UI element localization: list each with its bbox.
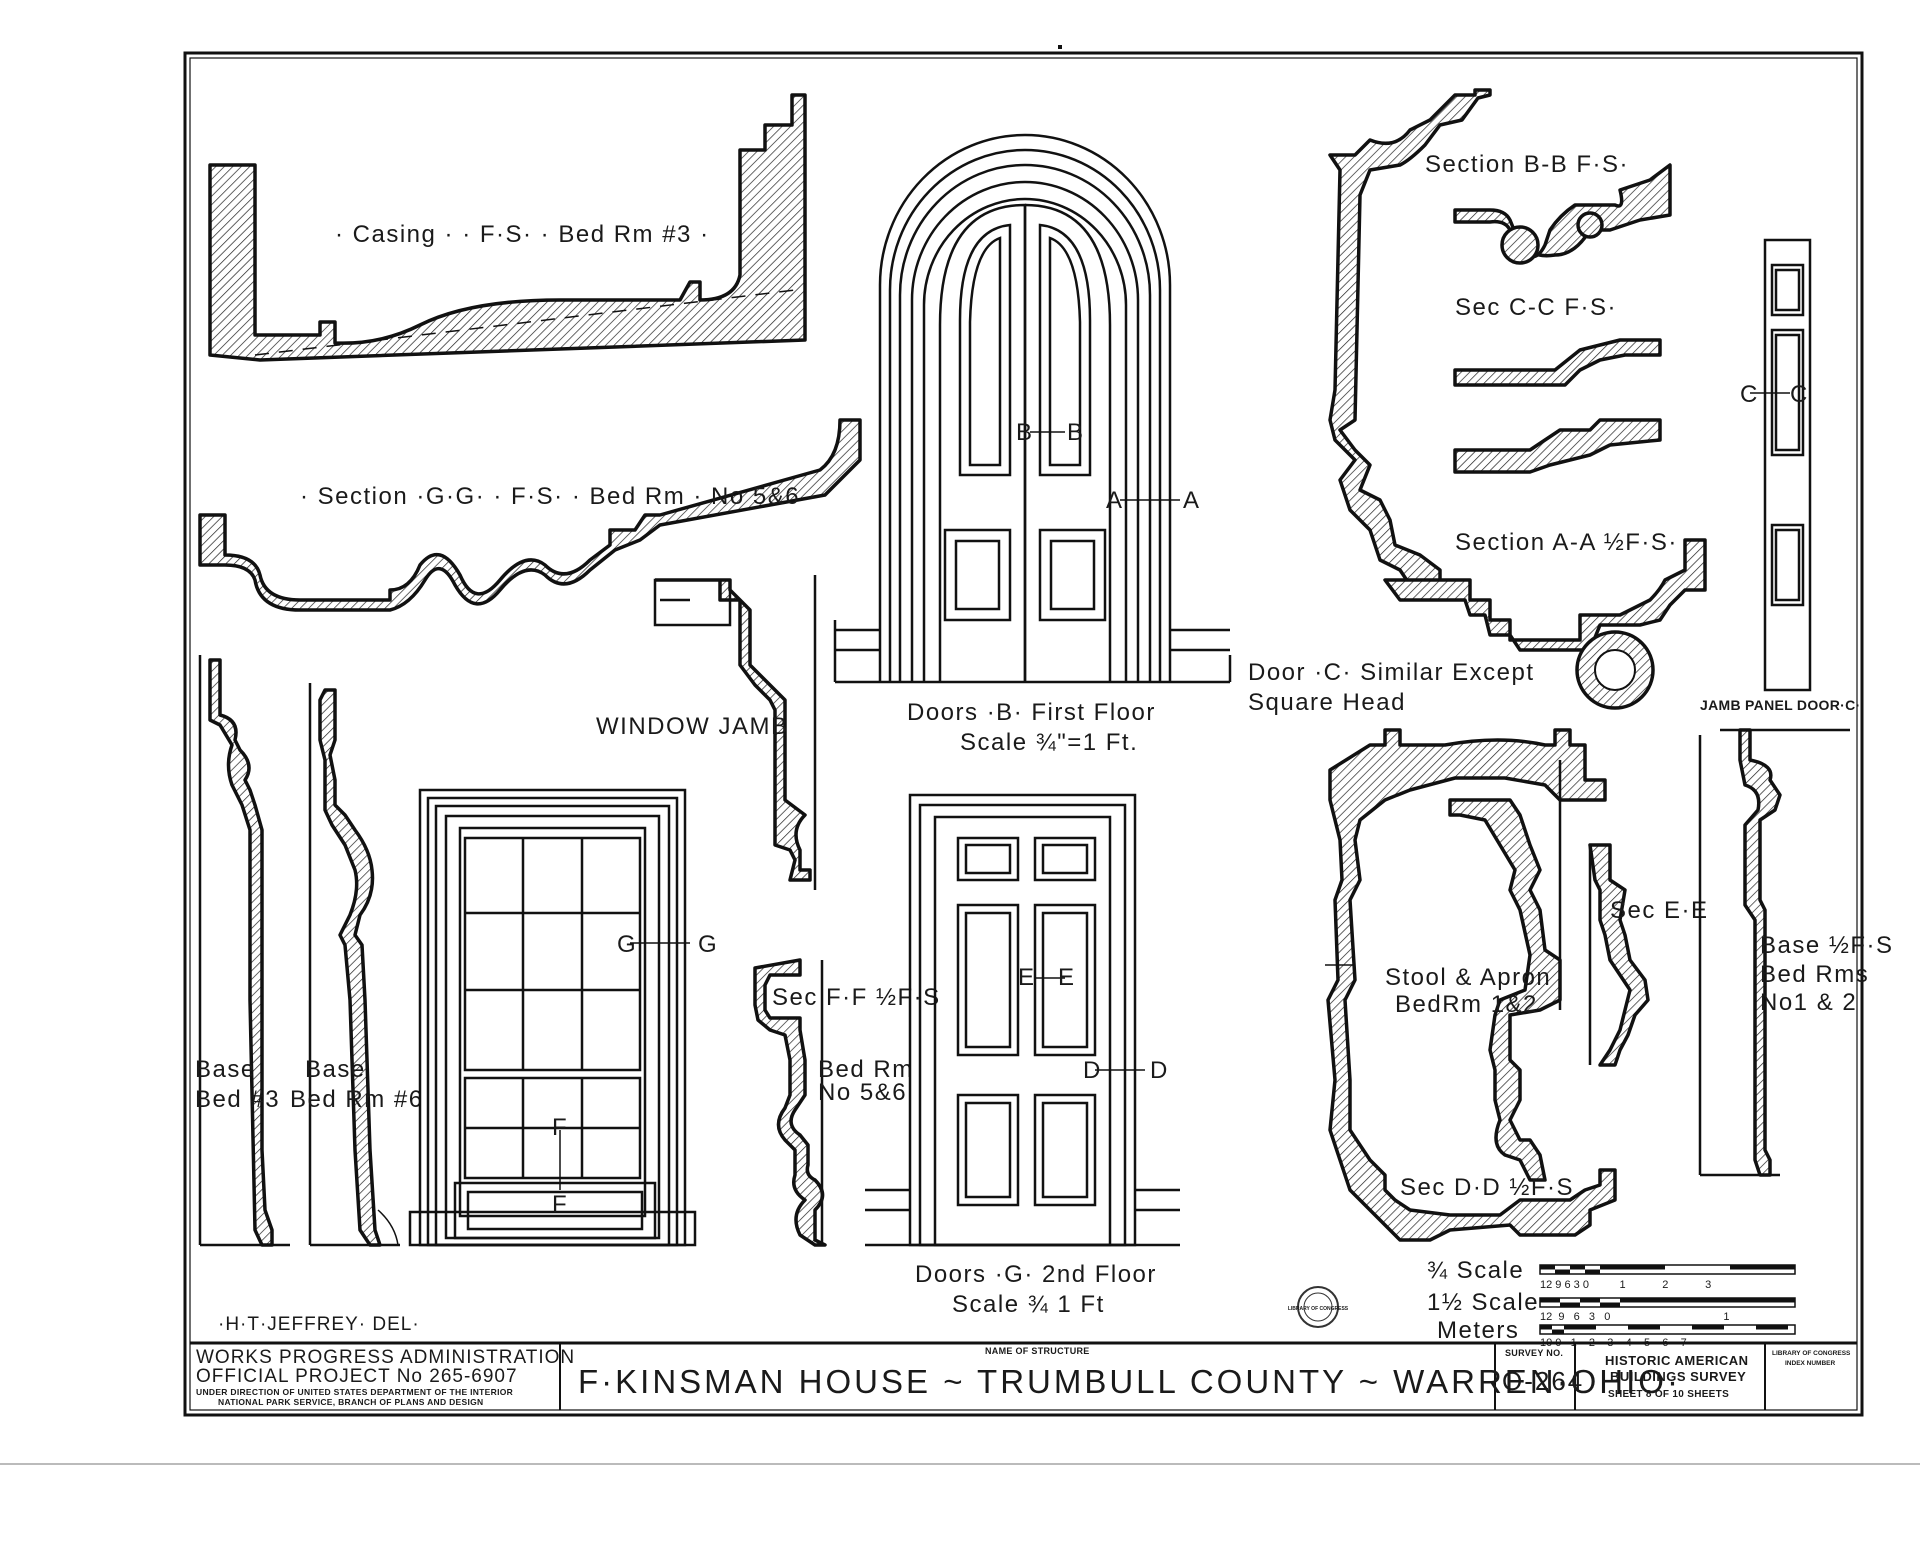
marker-d-left: D [1083, 1057, 1102, 1084]
section-gg-label: · Section ·G·G· · F·S· · Bed Rm · No 5&6… [300, 483, 818, 510]
loc-line-2: INDEX NUMBER [1785, 1360, 1836, 1367]
doors-g-scale: Scale ¾ 1 Ft [952, 1291, 1105, 1318]
door-c-note-2: Square Head [1248, 689, 1406, 716]
agency-line-3: UNDER DIRECTION OF UNITED STATES DEPARTM… [196, 1387, 513, 1397]
marker-b-left: B [1016, 419, 1034, 446]
section-bb-label: Section B-B F·S· [1425, 151, 1629, 178]
window-elevation [408, 788, 697, 1247]
stool-apron-label-2: BedRm 1&2 [1395, 991, 1538, 1018]
sec-cc-label: Sec C-C F·S· [1455, 294, 1617, 321]
base-bed6-profile [308, 683, 400, 1247]
window-jamb-profile [653, 575, 817, 890]
base-bed3-label-1: Base [195, 1056, 256, 1083]
stool-apron-label-1: Stool & Apron [1385, 964, 1551, 991]
marker-d-right: D [1150, 1057, 1169, 1084]
casing-profile [208, 93, 807, 362]
sec-dd-label: Sec D·D ½F·S [1400, 1174, 1574, 1201]
sheet-border [0, 45, 1920, 1465]
jamb-panel-label: JAMB PANEL DOOR·C· [1700, 697, 1860, 713]
delineator-label: ·H·T·JEFFREY· DEL· [218, 1314, 420, 1335]
agency-line-2: OFFICIAL PROJECT No 265-6907 [196, 1366, 518, 1387]
sec-ff-label: Sec F·F ½F·S [772, 984, 941, 1011]
habs-line-2: BUILDINGS SURVEY [1610, 1369, 1746, 1384]
doors-b-scale: Scale ¾"=1 Ft. [960, 729, 1138, 756]
bed-rm-56-label-2: No 5&6 [818, 1079, 907, 1106]
agency-line-1: WORKS PROGRESS ADMINISTRATION [196, 1347, 575, 1368]
base-half-label-1: Base ½F·S [1760, 932, 1894, 959]
base-bed6-label-2: Bed Rm #6 [290, 1086, 424, 1113]
marker-c-right: C [1790, 381, 1809, 408]
library-stamp: LIBRARY OF CONGRESS [1288, 1286, 1349, 1328]
marker-e-left: E [1018, 964, 1036, 991]
bed-rm-56-label-1: Bed Rm [818, 1056, 914, 1083]
title-block [190, 1341, 1857, 1410]
survey-no-caption: SURVEY NO. [1505, 1348, 1563, 1358]
marker-e-right: E [1058, 964, 1076, 991]
base-half-profile [1698, 728, 1850, 1177]
graphic-scales [1539, 1264, 1796, 1335]
door-section-profile [1328, 88, 1707, 710]
marker-f-top: F [552, 1114, 568, 1141]
base-bed3-label-2: Bed #3 [195, 1086, 280, 1113]
structure-name: F·KINSMAN HOUSE ~ TRUMBULL COUNTY ~ WARR… [578, 1363, 1681, 1400]
door-c-note-1: Door ·C· Similar Except [1248, 659, 1535, 686]
scale-three-quarter-ticks: 12 9 6 3 0 1 2 3 [1540, 1279, 1711, 1291]
casing-label: · Casing · · F·S· · Bed Rm #3 · [335, 221, 710, 248]
marker-c-left: C [1740, 381, 1759, 408]
section-gg-profile [198, 418, 862, 612]
agency-line-4: NATIONAL PARK SERVICE, BRANCH OF PLANS A… [218, 1397, 483, 1407]
marker-f-bottom: F [552, 1191, 568, 1218]
habs-line-1: HISTORIC AMERICAN [1605, 1353, 1749, 1368]
survey-no: O-264 [1502, 1366, 1584, 1396]
door-b-elevation [833, 133, 1232, 684]
doors-g-caption: Doors ·G· 2nd Floor [915, 1261, 1157, 1288]
window-jamb-label: WINDOW JAMB [596, 713, 788, 740]
scale-one-half-label: 1½ Scale [1427, 1289, 1539, 1316]
base-bed3-profile [198, 655, 290, 1247]
base-half-label-3: No1 & 2 [1760, 989, 1857, 1016]
name-of-structure-caption: NAME OF STRUCTURE [985, 1346, 1090, 1356]
marker-g-left: G [617, 931, 637, 958]
stamp-text: LIBRARY OF CONGRESS [1288, 1306, 1349, 1312]
jamb-panel-door-c [1750, 238, 1812, 692]
sec-dd-profile [1325, 728, 1650, 1242]
doors-b-caption: Doors ·B· First Floor [907, 699, 1156, 726]
scale-three-quarter-label: ¾ Scale [1427, 1257, 1524, 1284]
base-half-label-2: Bed Rms [1760, 961, 1869, 988]
door-g-elevation [865, 793, 1180, 1247]
sec-ff-profile [753, 958, 827, 1247]
marker-b-right: B [1067, 419, 1085, 446]
marker-g-right: G [698, 931, 718, 958]
base-bed6-label-1: Base [305, 1056, 366, 1083]
scale-meters-label: Meters [1437, 1317, 1519, 1344]
marker-a-left: A [1106, 487, 1124, 514]
marker-a-right: A [1183, 487, 1201, 514]
sheet-number: SHEET 8 OF 10 SHEETS [1608, 1389, 1729, 1400]
scale-one-half-ticks: 12 9 6 3 0 1 [1540, 1311, 1730, 1323]
section-aa-label: Section A-A ½F·S· [1455, 529, 1678, 556]
loc-line-1: LIBRARY OF CONGRESS [1772, 1350, 1851, 1357]
sec-ee-label: Sec E·E [1610, 897, 1709, 924]
